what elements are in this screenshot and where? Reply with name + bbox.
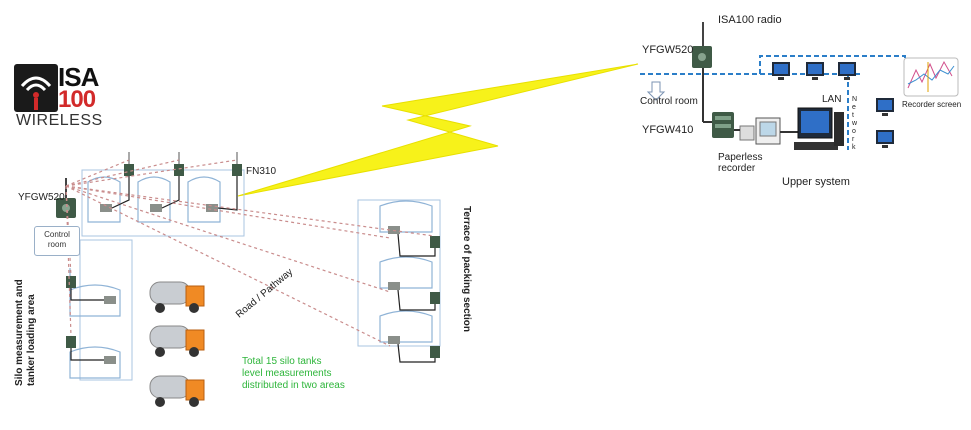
left-gateway-label: YFGW520	[18, 192, 65, 203]
tanker-truck-icon	[149, 281, 205, 407]
lan-label: LAN	[822, 94, 842, 105]
recorder-screen-chart	[903, 57, 959, 97]
logo-wireless-text: WIRELESS	[16, 112, 103, 129]
radio-label: ISA100 radio	[718, 14, 782, 26]
field-node-icon	[66, 276, 116, 364]
left-control-room: Control room	[34, 226, 80, 256]
isa100-logo: ISA 100 WIRELESS	[14, 60, 110, 132]
silo-area-label: Silo measurement and tanker loading area	[14, 279, 37, 386]
silo-tanks-top	[87, 176, 221, 223]
recorder-label-line1: Paperless	[718, 152, 763, 163]
control-room-line1: Control	[44, 230, 70, 239]
paperless-recorder-device	[739, 117, 781, 145]
right-gateway-device	[692, 22, 712, 68]
control-room-label: Control room	[640, 96, 698, 107]
field-node-icon	[100, 152, 242, 212]
silo-note: Total 15 silo tanks level measurements d…	[242, 356, 345, 391]
field-node-label: FN310	[246, 166, 277, 177]
radio-links	[65, 159, 435, 347]
network-pc-icon	[772, 62, 894, 148]
io-module-device	[712, 112, 734, 138]
recorder-screen-label: Recorder screen	[902, 100, 962, 109]
wireless-link-bolt	[237, 63, 639, 197]
control-room-arrow-icon	[646, 81, 666, 101]
logo-signal-icon	[14, 64, 58, 112]
control-room-line2: room	[47, 240, 67, 249]
upper-system-label: Upper system	[782, 176, 850, 188]
network-vertical-label: N e t w o r k	[852, 96, 858, 151]
upper-system-computer	[794, 107, 844, 150]
silo-tanks-terrace	[379, 200, 433, 343]
io-module-label: YFGW410	[642, 124, 694, 136]
terrace-label: Terrace of packing section	[461, 206, 472, 332]
recorder-label-line2: recorder	[718, 163, 756, 174]
logo-isa-text: ISA	[58, 62, 99, 92]
logo-100-text: 100	[58, 86, 96, 113]
right-gateway-label: YFGW520	[642, 44, 694, 56]
